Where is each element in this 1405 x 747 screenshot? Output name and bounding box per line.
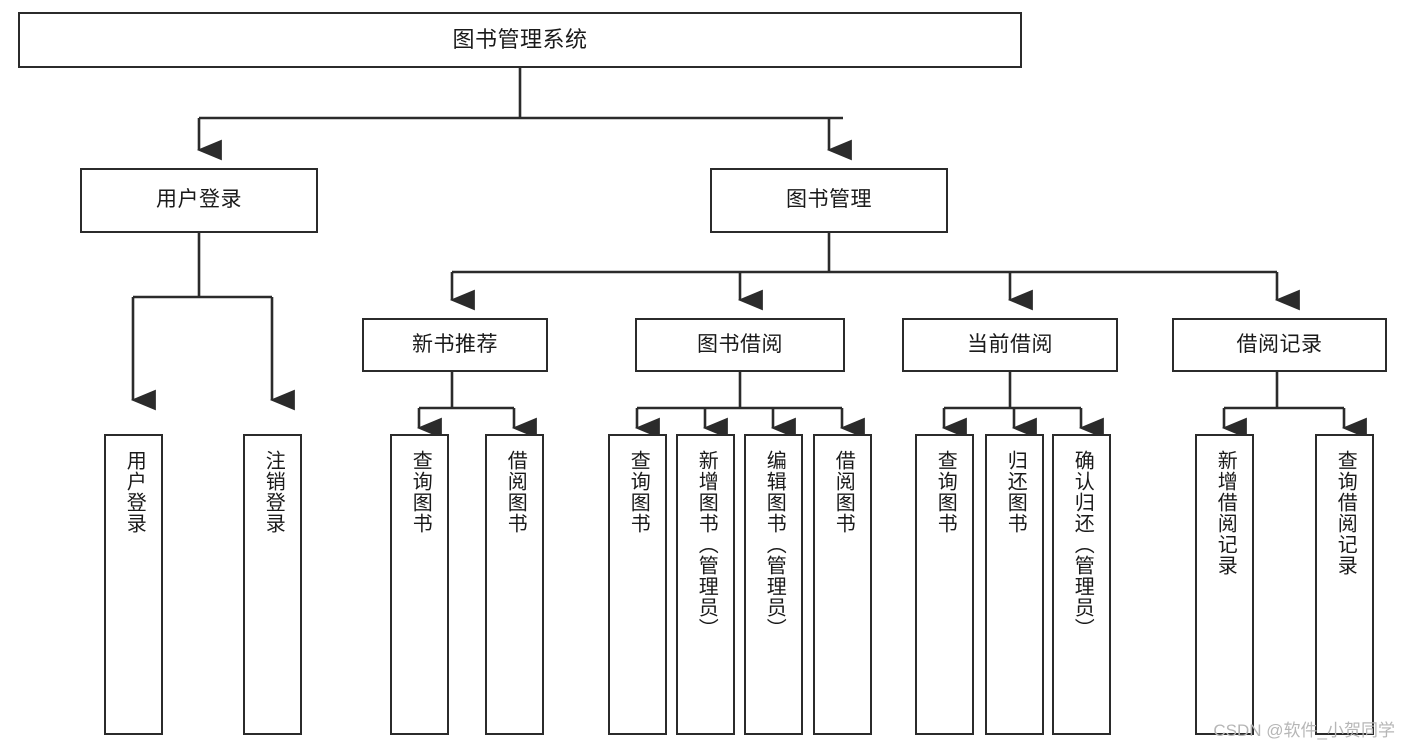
node-label: 图书管理系统: [452, 27, 588, 53]
node-label: 新增借阅记录: [1214, 450, 1237, 576]
leaf-query-borrow-record[interactable]: 查询借阅记录: [1315, 434, 1374, 735]
node-label: 当前借阅: [967, 332, 1053, 356]
node-label: 编辑图书（管理员）: [763, 450, 786, 639]
node-root-book-management-system[interactable]: 图书管理系统: [18, 12, 1022, 68]
node-label: 确认归还（管理员）: [1071, 450, 1094, 639]
node-label: 新增图书（管理员）: [695, 450, 718, 639]
leaf-return-book[interactable]: 归还图书: [985, 434, 1044, 735]
leaf-query-book-current[interactable]: 查询图书: [915, 434, 974, 735]
node-label: 图书管理: [786, 188, 872, 212]
node-label: 查询图书: [409, 450, 432, 534]
node-book-borrowing[interactable]: 图书借阅: [635, 318, 845, 372]
node-book-management[interactable]: 图书管理: [710, 168, 948, 233]
watermark: CSDN @软件_小贺同学: [1213, 721, 1395, 740]
node-label: 归还图书: [1004, 450, 1027, 534]
node-borrowing-record[interactable]: 借阅记录: [1172, 318, 1387, 372]
node-label: 借阅记录: [1236, 332, 1323, 356]
node-label: 借阅图书: [504, 450, 527, 534]
node-label: 查询图书: [934, 450, 957, 534]
node-label: 查询借阅记录: [1334, 450, 1357, 576]
leaf-query-book-borrowing[interactable]: 查询图书: [608, 434, 667, 735]
leaf-edit-book-admin[interactable]: 编辑图书（管理员）: [744, 434, 803, 735]
node-label: 用户登录: [123, 450, 146, 534]
node-user-login[interactable]: 用户登录: [80, 168, 318, 233]
leaf-borrow-book-recommendation[interactable]: 借阅图书: [485, 434, 544, 735]
node-label: 查询图书: [627, 450, 650, 534]
node-new-book-recommendation[interactable]: 新书推荐: [362, 318, 548, 372]
leaf-confirm-return-admin[interactable]: 确认归还（管理员）: [1052, 434, 1111, 735]
node-label: 图书借阅: [697, 332, 783, 356]
leaf-query-book-recommendation[interactable]: 查询图书: [390, 434, 449, 735]
leaf-add-book-admin[interactable]: 新增图书（管理员）: [676, 434, 735, 735]
leaf-logout-login[interactable]: 注销登录: [243, 434, 302, 735]
node-label: 新书推荐: [412, 332, 498, 356]
node-current-borrowing[interactable]: 当前借阅: [902, 318, 1118, 372]
node-label: 用户登录: [156, 188, 242, 212]
node-label: 注销登录: [262, 450, 285, 534]
leaf-add-borrow-record[interactable]: 新增借阅记录: [1195, 434, 1254, 735]
leaf-borrow-book[interactable]: 借阅图书: [813, 434, 872, 735]
node-label: 借阅图书: [832, 450, 855, 534]
leaf-user-login[interactable]: 用户登录: [104, 434, 163, 735]
